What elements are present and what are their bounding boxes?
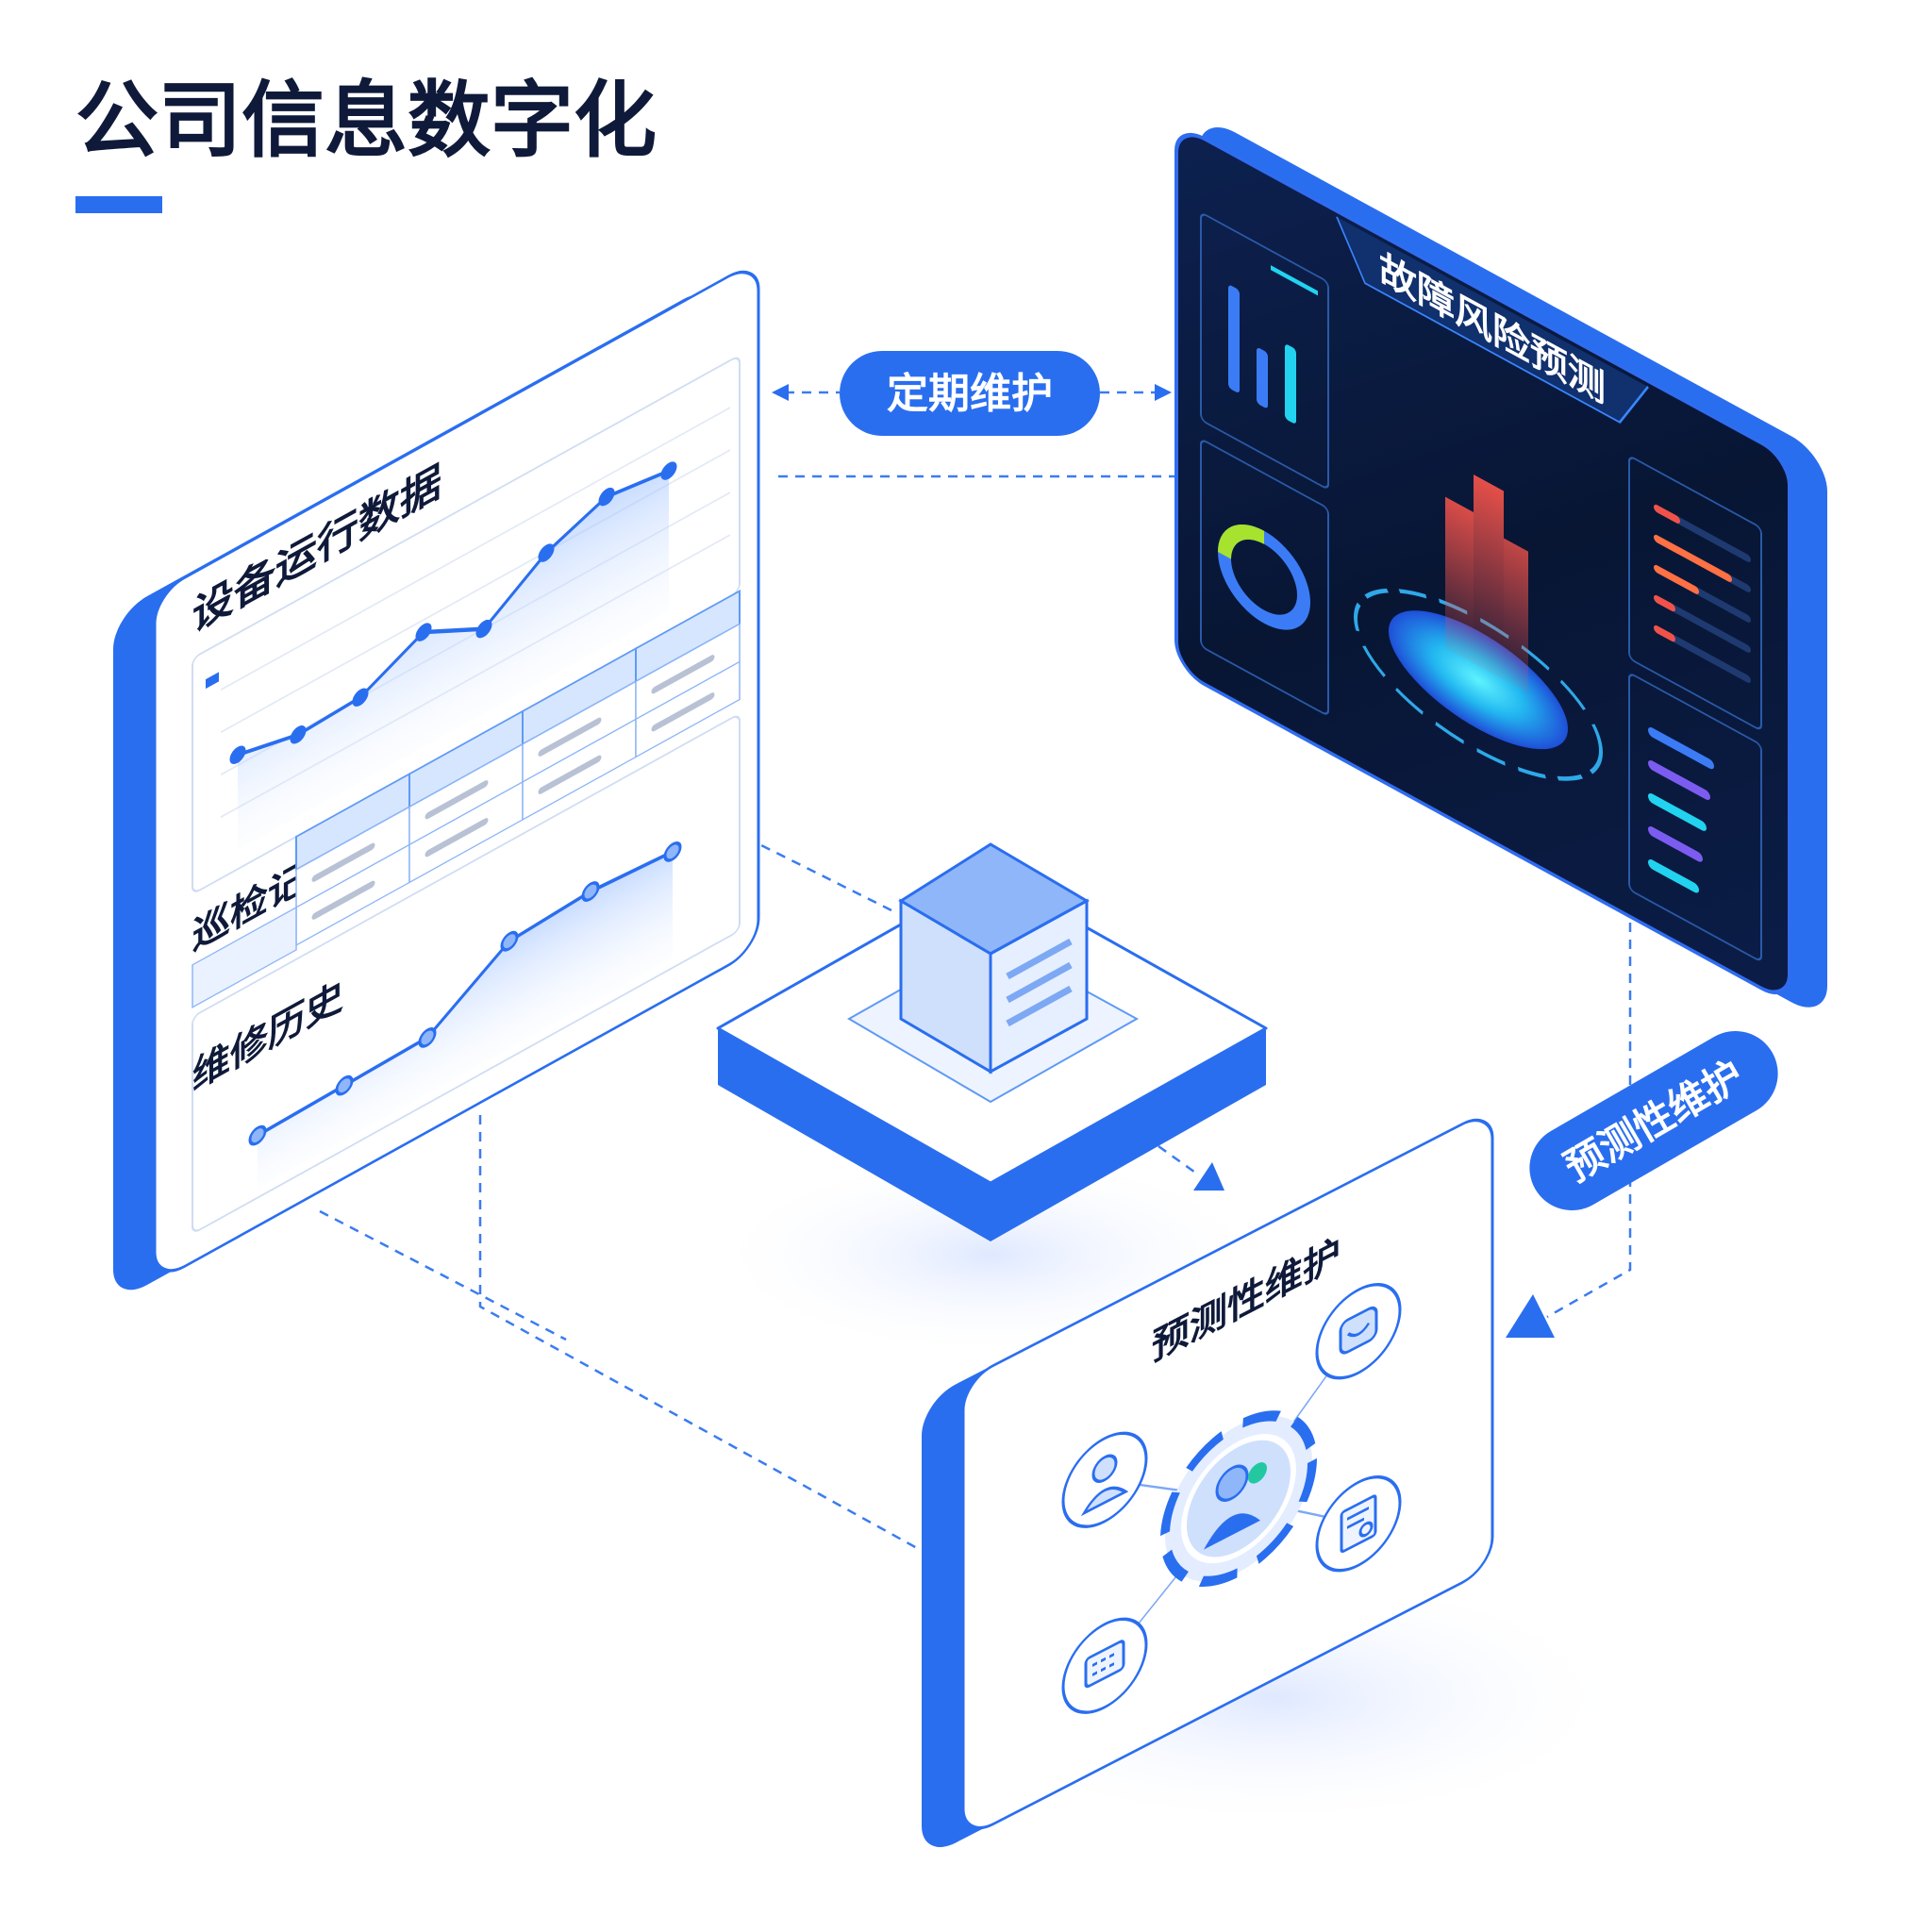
table-cell-placeholder [651,692,715,732]
central-data-platform [716,842,1268,1241]
table-cell [192,906,297,1009]
arrow-down-icon [1193,1162,1224,1191]
risk-bar [1654,625,1675,642]
ranking-bar [1648,859,1699,893]
table-cell-placeholder [311,842,375,882]
ranking-bar [1648,793,1707,831]
chart-point [538,543,555,562]
scheduled-maintenance-label: 定期维护 [840,351,1100,436]
arrow-left-icon [772,384,789,401]
chart-point [500,930,519,952]
grid-line [221,407,730,691]
document-search-icon[interactable] [1315,1461,1402,1587]
chart-area [238,471,669,851]
chart-point [663,841,682,862]
title-tab [1336,216,1649,424]
chart-point [229,745,246,764]
risk-bar [1654,504,1680,524]
fault-risk-dashboard: 故障风险预测 [1174,126,1827,1008]
repair-chart-area [258,851,673,1189]
risk-bar [1654,564,1699,594]
risk-tower [1474,474,1504,680]
chart-point [581,881,600,902]
inspection-table [192,589,741,1009]
hologram-ring [1354,588,1603,781]
equipment-data-panel: 设备运行数据 巡检记录 维修历史 [113,270,760,1291]
risk-tower [1504,538,1528,693]
chart-point [335,1074,354,1096]
bar [1228,285,1240,392]
connector-lines [319,384,1632,1550]
table-cell-placeholder [538,717,602,757]
chart-point [660,461,677,480]
user-icon[interactable] [1061,1417,1148,1542]
table-cell-placeholder [538,755,602,794]
risk-bar [1654,534,1732,582]
table-cell-placeholder [425,780,489,820]
repair-chart-line [257,849,674,1138]
arrow-right-icon [1155,384,1172,401]
ranking-card [1628,674,1762,961]
legend-swatch [206,672,219,690]
risk-bar [1654,594,1675,612]
donut-card [1200,440,1329,715]
scheduled-maintenance-text: 定期维护 [887,370,1053,418]
chart-point [290,725,307,744]
chart-point [598,487,615,507]
hologram-base [1389,610,1568,750]
arrow-left-icon [1506,1294,1555,1338]
predictive-maintenance-label: 预测性维护 [1529,1031,1778,1210]
risk-tower [1445,496,1474,663]
support-chat-icon[interactable] [1315,1269,1402,1394]
chart-point [475,619,492,639]
ranking-bar [1648,727,1714,770]
table-cell-placeholder [651,655,715,694]
chart-point [352,688,369,707]
team-icon[interactable] [1160,1387,1317,1609]
risk-list-card [1628,457,1762,730]
page-title: 公司信息数字化 [75,72,657,169]
table-cell-placeholder [425,818,489,858]
data-server-cube-icon [898,842,1091,1074]
chart-point [418,1027,437,1048]
donut-segment [1218,524,1265,560]
bar [1257,348,1268,408]
title-accent-bar [75,196,162,213]
repair-chart-frame [192,715,741,1232]
ranking-bar [1648,826,1703,862]
bar-chart-card [1200,213,1329,489]
predictive-maintenance-panel: 预测性维护 [922,1118,1494,1847]
bar [1285,344,1296,424]
message-icon[interactable] [1061,1603,1148,1728]
progress-line [1271,265,1318,296]
ranking-bar [1648,760,1710,801]
chart-point [415,623,432,641]
chart-point [248,1124,267,1146]
chart-line [237,468,670,758]
table-cell-placeholder [311,880,375,920]
